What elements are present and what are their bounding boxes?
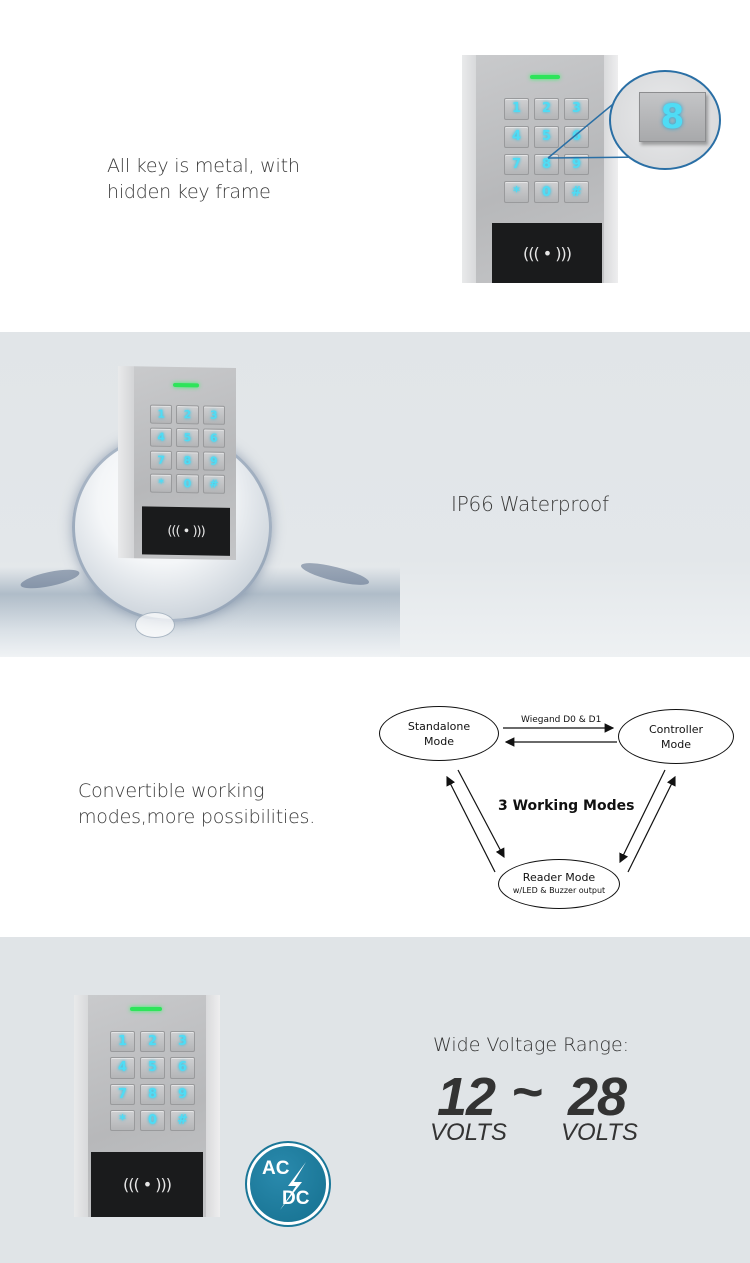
voltage-min-unit: VOLTS xyxy=(430,1119,507,1146)
metal-keys-caption: All key is metal, with hidden key frame xyxy=(107,153,300,205)
rfid-wave-icon: ((( • ))) xyxy=(167,523,205,539)
rfid-wave-icon: ((( • ))) xyxy=(522,243,572,263)
keypad-grid: 1 2 3 4 5 6 7 8 9 * 0 # xyxy=(504,98,589,203)
key-star: * xyxy=(110,1109,135,1131)
key-2: 2 xyxy=(176,404,199,425)
ac-dc-badge: AC DC xyxy=(245,1141,331,1227)
key-2: 2 xyxy=(140,1031,165,1053)
key-hash: # xyxy=(202,474,225,494)
voltage-min-value: 12 xyxy=(437,1067,496,1127)
callout-lines xyxy=(547,99,656,159)
keypad-grid: 1 2 3 4 5 6 7 8 9 * 0 # xyxy=(150,404,225,494)
key-6: 6 xyxy=(564,125,589,148)
key-8: 8 xyxy=(176,450,199,471)
key-8: 8 xyxy=(534,153,559,176)
waterproof-caption: IP66 Waterproof xyxy=(451,492,609,516)
key-1: 1 xyxy=(504,98,529,120)
key-7: 7 xyxy=(504,153,529,176)
key-2: 2 xyxy=(534,98,559,120)
caption-line-1: All key is metal, with xyxy=(107,155,300,177)
key-hash: # xyxy=(564,181,589,203)
feature-metal-keys: All key is metal, with hidden key frame … xyxy=(0,0,750,332)
voltage-max-unit: VOLTS xyxy=(561,1119,638,1146)
keypad-device-image: 1 2 3 4 5 6 7 8 9 * 0 # ((( • ))) xyxy=(74,995,220,1217)
badge-dc-label: DC xyxy=(282,1188,310,1209)
voltage-max-value: 28 xyxy=(568,1067,627,1127)
key-6: 6 xyxy=(202,428,225,448)
zoomed-key-8: 8 xyxy=(639,92,706,142)
key-3: 3 xyxy=(170,1031,195,1053)
caption-line-2: hidden key frame xyxy=(107,181,271,203)
rfid-reader-panel: ((( • ))) xyxy=(91,1152,203,1217)
reader-mode-node: Reader Mode w/LED & Buzzer output xyxy=(498,859,620,909)
key-9: 9 xyxy=(564,153,589,176)
voltage-title: Wide Voltage Range: xyxy=(433,1034,630,1056)
key-hash: # xyxy=(170,1109,195,1131)
key-4: 4 xyxy=(504,125,529,148)
key-4: 4 xyxy=(110,1057,135,1079)
key-6: 6 xyxy=(170,1057,195,1079)
key-9: 9 xyxy=(170,1083,195,1105)
lightning-bolt-icon xyxy=(280,1162,306,1210)
key-5: 5 xyxy=(140,1057,165,1079)
key-zoom-callout: 8 xyxy=(609,70,721,170)
feature-voltage-range: 1 2 3 4 5 6 7 8 9 * 0 # ((( • ))) AC DC … xyxy=(0,937,750,1263)
key-8: 8 xyxy=(140,1083,165,1105)
rfid-reader-panel: ((( • ))) xyxy=(492,223,602,283)
caption-line-1: Convertible working xyxy=(78,780,265,802)
key-star: * xyxy=(504,181,529,203)
feature-waterproof: 1 2 3 4 5 6 7 8 9 * 0 # ((( • ))) IP66 W… xyxy=(0,332,750,657)
key-0: 0 xyxy=(176,473,199,494)
key-5: 5 xyxy=(176,427,199,448)
keypad-device-image: 1 2 3 4 5 6 7 8 9 * 0 # ((( • ))) xyxy=(118,365,236,561)
caption-line-2: modes,more possibilities. xyxy=(78,806,316,828)
badge-ac-label: AC xyxy=(262,1158,290,1179)
working-modes-diagram: Standalone Mode Controller Mode Reader M… xyxy=(370,697,740,922)
wiegand-edge-label: Wiegand D0 & D1 xyxy=(521,715,602,725)
rfid-wave-icon: ((( • ))) xyxy=(122,1175,172,1194)
key-star: * xyxy=(150,473,173,493)
working-modes-caption: Convertible working modes,more possibili… xyxy=(78,778,315,830)
key-4: 4 xyxy=(150,427,173,447)
keypad-grid: 1 2 3 4 5 6 7 8 9 * 0 # xyxy=(110,1031,195,1131)
key-5: 5 xyxy=(534,125,559,148)
status-led xyxy=(530,75,560,79)
key-7: 7 xyxy=(150,450,173,470)
key-7: 7 xyxy=(110,1083,135,1105)
standalone-mode-node: Standalone Mode xyxy=(379,706,499,761)
key-1: 1 xyxy=(110,1031,135,1053)
key-0: 0 xyxy=(140,1109,165,1131)
key-3: 3 xyxy=(202,405,225,425)
key-9: 9 xyxy=(202,451,225,471)
controller-mode-node: Controller Mode xyxy=(618,709,734,764)
diagram-title: 3 Working Modes xyxy=(498,798,635,814)
key-3: 3 xyxy=(564,98,589,120)
voltage-separator: ~ xyxy=(512,1062,544,1122)
feature-working-modes: Convertible working modes,more possibili… xyxy=(0,657,750,937)
status-led xyxy=(130,1007,162,1011)
key-0: 0 xyxy=(534,181,559,203)
key-1: 1 xyxy=(150,404,173,424)
rfid-reader-panel: ((( • ))) xyxy=(142,506,230,556)
diagram-arrows xyxy=(446,723,676,873)
status-led xyxy=(173,382,199,388)
